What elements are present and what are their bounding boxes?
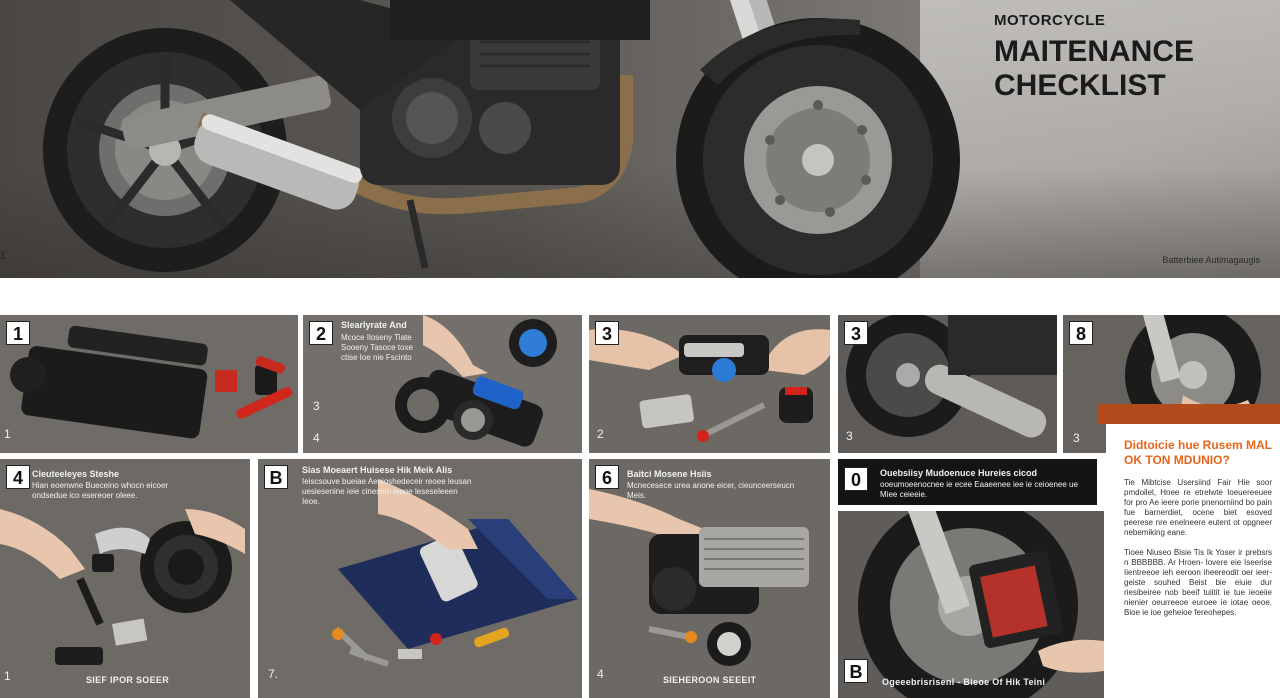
panel-step-8: 6 Baitci Mosene Hsiis Mcnecesece urea an… bbox=[589, 459, 830, 698]
info-accent-strip bbox=[1098, 404, 1280, 424]
info-paragraph-1: Tie Mibtcise Usersiind Fair Hie soor pmd… bbox=[1124, 478, 1272, 537]
hero-corner-number: 1 bbox=[0, 250, 7, 262]
clean-parts-illustration bbox=[332, 479, 578, 667]
panel-caption-title: Sias Moeaert Huisese Hik Meik Alis bbox=[302, 465, 453, 475]
panel-footer-number: 4 bbox=[597, 667, 604, 681]
hero-title: MOTORCYCLE MAITENANCE CHECKLIST bbox=[994, 12, 1274, 103]
motorcycle-illustration bbox=[43, 0, 960, 278]
panel-caption-text: Ieiscsouve bueiae Aenioshedeceir reoee l… bbox=[302, 477, 472, 506]
hero-title-line1: MAITENANCE bbox=[994, 35, 1194, 68]
panel-caption-text: Mcoce Iloseny Tiate Sooeny Tasoce toxe c… bbox=[341, 333, 413, 362]
info-paragraph-2: Tioee Niuseo Bisie Tis Ik Yoser ir prebs… bbox=[1124, 548, 1272, 617]
panel-step-9: 0 Ouebsiisy Mudoenuce Hureies cicod ooeu… bbox=[838, 459, 1097, 505]
hero-title-line2: CHECKLIST bbox=[994, 69, 1166, 102]
panel-footer-caption: SIEF IPOR SOEER bbox=[86, 675, 170, 685]
hero-banner: MOTORCYCLE MAITENANCE CHECKLIST Batterbi… bbox=[0, 0, 1280, 278]
panel-step-4: 3 3 bbox=[838, 315, 1057, 453]
step-badge: 2 bbox=[309, 321, 333, 345]
air-filter-illustration bbox=[858, 511, 1104, 698]
panel-footer-caption: SIEHEROON SEEEIT bbox=[663, 675, 757, 685]
panel-step-3: 3 2 bbox=[589, 315, 830, 453]
panel-caption-title: Cleuteeleyes Steshe bbox=[32, 469, 120, 479]
panel-step-10: B Ogeeebrisrisenl - Bieoe Of Hik Teini bbox=[838, 511, 1104, 698]
panel-step-1: 1 1 bbox=[0, 315, 298, 453]
step-badge: 6 bbox=[595, 465, 619, 489]
step-badge: B bbox=[844, 659, 868, 683]
panel-step-6: 4 Cleuteeleyes Steshe Hian eoenwne Buece… bbox=[0, 459, 250, 698]
panel-footer-number: 4 bbox=[313, 431, 320, 445]
panel-footer-number: 1 bbox=[4, 669, 11, 683]
hero-credit: Batterbiee Autimagaugis bbox=[1162, 255, 1260, 265]
tool-kit-illustration bbox=[10, 325, 293, 439]
panel-caption-title: Slearlyrate And bbox=[341, 320, 407, 330]
hero-title-small: MOTORCYCLE bbox=[994, 12, 1106, 29]
panel-caption-text: Mcnecesece urea anone eicer, cieunceerse… bbox=[627, 481, 795, 500]
hero-pavement bbox=[920, 0, 1280, 278]
info-box: Didtoicie hue Rusem MAL OK TON MDUNIO? T… bbox=[1106, 424, 1280, 698]
panel-caption-title: Ouebsiisy Mudoenuce Hureies cicod bbox=[880, 468, 1038, 478]
step-badge: 1 bbox=[6, 321, 30, 345]
panel-caption-text: Hian eoenwne Bueceino whocn eicoer ondse… bbox=[32, 481, 169, 500]
panel-footer-number: 7. bbox=[268, 667, 279, 681]
battery-check-illustration bbox=[589, 489, 809, 666]
step-badge: 3 bbox=[595, 321, 619, 345]
bearing-tool-illustration bbox=[395, 315, 557, 447]
panel-step-7: B Sias Moeaert Huisese Hik Meik Alis Iei… bbox=[258, 459, 582, 698]
panel-footer-number: 3 bbox=[1073, 431, 1080, 445]
step-badge: B bbox=[264, 465, 288, 489]
step-badge: 8 bbox=[1069, 321, 1093, 345]
step-badge: 0 bbox=[844, 467, 868, 491]
panel-footer-number: 1 bbox=[4, 427, 11, 441]
filter-housing-illustration bbox=[0, 509, 245, 665]
panel-caption-title: Baitci Mosene Hsiis bbox=[627, 469, 712, 479]
panel-step-2: 2 Slearlyrate And Mcoce Iloseny Tiate So… bbox=[303, 315, 582, 453]
info-question: Didtoicie hue Rusem MAL OK TON MDUNIO? bbox=[1124, 438, 1272, 467]
panel-footer-number: 2 bbox=[597, 427, 604, 441]
step-badge: 4 bbox=[6, 465, 30, 489]
panel-footer-number: 3 bbox=[846, 429, 853, 443]
rear-wheel-exhaust-illustration bbox=[846, 315, 1057, 438]
clutch-lever-illustration bbox=[589, 329, 830, 442]
panel-extra-number: 3 bbox=[313, 399, 320, 413]
step-badge: 3 bbox=[844, 321, 868, 345]
panel-footer-caption: Ogeeebrisrisenl - Bieoe Of Hik Teini bbox=[882, 677, 1046, 687]
panel-caption-text: ooeumoeenocnee ie ecee Eaaeenee iee ie c… bbox=[880, 480, 1078, 499]
